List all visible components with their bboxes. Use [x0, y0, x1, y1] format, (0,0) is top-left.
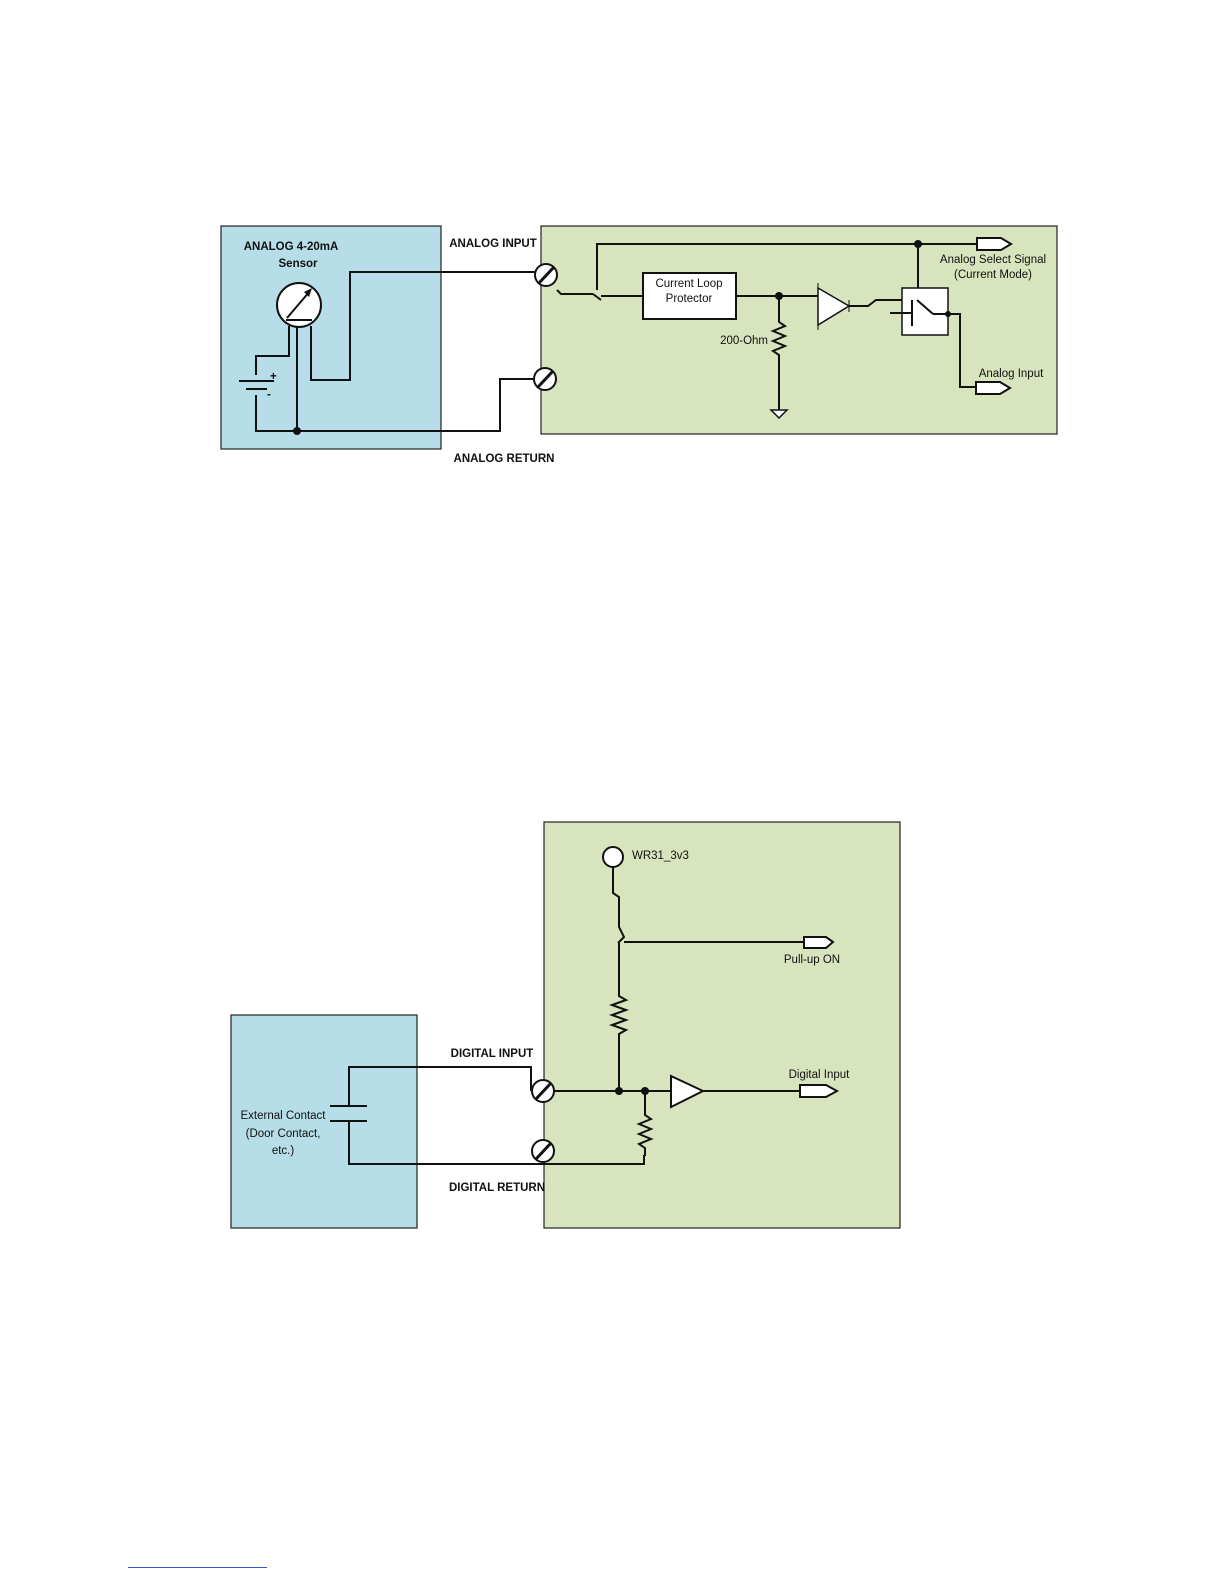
battery-minus-label: -: [267, 389, 271, 401]
analog-sensor-box: [221, 226, 441, 449]
footer-link-underline: [128, 1567, 267, 1568]
digital-return-label: DIGITAL RETURN: [449, 1182, 545, 1194]
analog-return-terminal-icon: [534, 368, 556, 390]
digital-output-label: Digital Input: [789, 1069, 851, 1081]
digital-input-label: DIGITAL INPUT: [451, 1048, 534, 1060]
select-signal-port-icon: [977, 238, 1011, 250]
select-signal-line1: Analog Select Signal: [940, 254, 1046, 266]
analog-output-port-icon: [976, 382, 1010, 394]
protector-line1: Current Loop: [655, 278, 722, 290]
supply-label: WR31_3v3: [632, 850, 689, 862]
sensor-subtitle: Sensor: [279, 258, 319, 270]
contact-label-line1: External Contact: [240, 1110, 326, 1122]
sensor-gauge-icon: [277, 283, 321, 327]
analog-output-label: Analog Input: [979, 368, 1044, 380]
select-signal-line2: (Current Mode): [954, 269, 1032, 281]
sensor-junction-dot: [293, 427, 301, 435]
analog-return-label: ANALOG RETURN: [454, 453, 555, 465]
pullup-port-icon: [804, 937, 833, 948]
digital-return-terminal-icon: [532, 1140, 554, 1162]
digital-circuit-diagram: External Contact (Door Contact, etc.) DI…: [231, 822, 900, 1228]
pullup-label: Pull-up ON: [784, 954, 840, 966]
sensor-title: ANALOG 4-20mA: [244, 241, 339, 253]
analog-select-switch-box: [902, 288, 948, 335]
analog-circuit-diagram: ANALOG 4-20mA Sensor + -: [221, 226, 1057, 465]
analog-input-terminal-icon: [535, 264, 557, 286]
contact-label-line2: (Door Contact,: [246, 1128, 321, 1140]
pullup-junction-dot: [615, 1087, 623, 1095]
resistor-label: 200-Ohm: [720, 335, 768, 347]
digital-input-terminal-icon: [532, 1080, 554, 1102]
protector-line2: Protector: [666, 293, 713, 305]
digital-device-box: [544, 822, 900, 1228]
analog-input-label: ANALOG INPUT: [449, 238, 537, 250]
contact-label-line3: etc.): [272, 1145, 295, 1157]
supply-rail-icon: [603, 847, 623, 867]
battery-plus-label: +: [270, 371, 277, 383]
